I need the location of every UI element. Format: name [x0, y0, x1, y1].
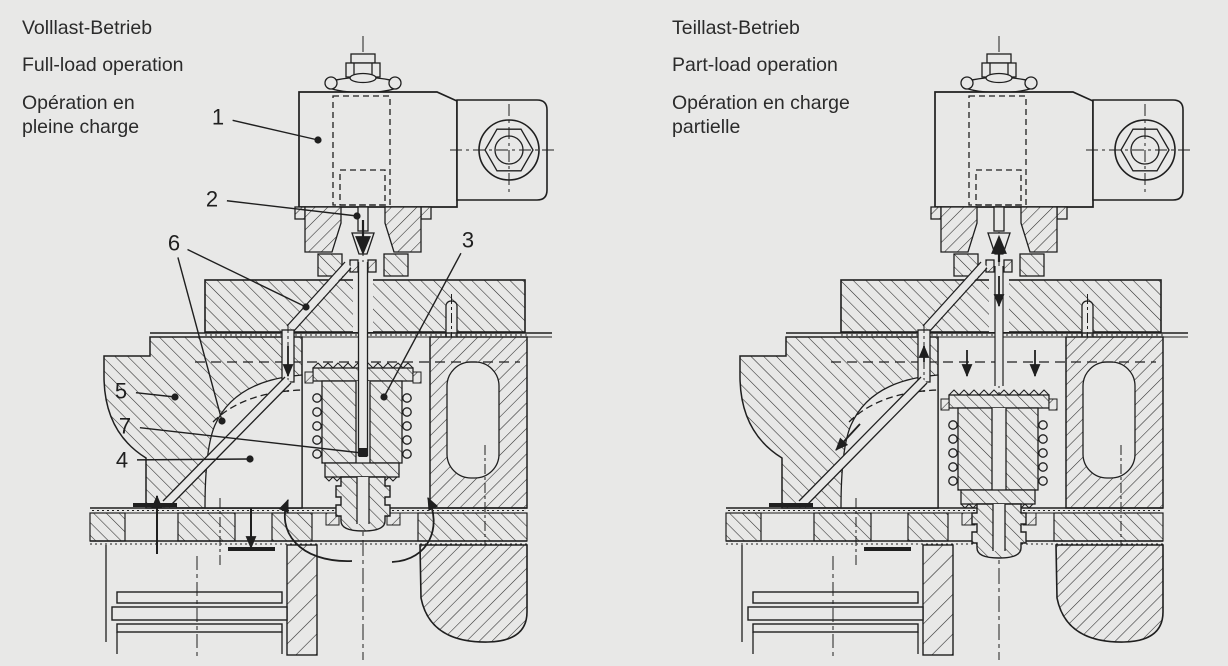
- callout-label-1: 1: [212, 105, 224, 130]
- caption-de: Volllast-Betrieb: [22, 17, 153, 39]
- flow-arrows-part-load: [835, 234, 1041, 451]
- caption-full-load: Volllast-Betrieb Full-load operation Opé…: [22, 16, 184, 140]
- valve-body-drawing: [726, 36, 1194, 660]
- arrow-flow-curved-left: [278, 498, 353, 562]
- pilot-pin: [357, 262, 369, 457]
- callout-label-6: 6: [168, 231, 180, 256]
- callout-leader-7: [139, 427, 363, 454]
- caption-fr-line2: partielle: [672, 116, 741, 139]
- callout-leader-6: [187, 248, 307, 308]
- callout-leader-1: [232, 119, 319, 141]
- callout-leader-5: [135, 391, 176, 398]
- callout-layer: 1 2 6 3 5 7 4: [115, 105, 474, 473]
- callout-leader-3: [383, 252, 462, 398]
- arrow-channel-exit: [835, 423, 861, 451]
- caption-fr-line2: pleine charge: [22, 116, 140, 139]
- callout-label-3: 3: [462, 228, 474, 253]
- diagram-part-load: [726, 36, 1194, 660]
- callout-leader-6: [177, 257, 223, 422]
- callout-label-7: 7: [119, 414, 131, 439]
- diagram-full-load: [90, 36, 558, 660]
- callout-dot-1: [314, 136, 322, 144]
- callout-leader-4: [136, 458, 251, 461]
- callout-dot-3: [380, 393, 388, 401]
- callout-dot-5: [171, 393, 179, 401]
- callout-dot-2: [353, 212, 361, 220]
- callout-dot-6: [218, 417, 226, 425]
- callout-label-2: 2: [206, 187, 218, 212]
- caption-fr-line1: Opération en: [22, 91, 135, 114]
- valve-body-drawing: [90, 36, 558, 660]
- callout-leader-2: [226, 200, 358, 217]
- caption-part-load: Teillast-Betrieb Part-load operation Opé…: [672, 16, 850, 140]
- callout-label-4: 4: [116, 448, 128, 473]
- caption-fr-line1: Opération en charge: [672, 91, 850, 114]
- caption-en: Part-load operation: [672, 54, 838, 77]
- caption-en: Full-load operation: [22, 54, 184, 77]
- callout-dot-4: [246, 455, 254, 463]
- arrow-flow-curved-right: [391, 497, 439, 563]
- callout-dot-6: [302, 303, 310, 311]
- piston-assembly: [940, 389, 1058, 559]
- flow-arrows-full-load: [151, 220, 439, 563]
- caption-de: Teillast-Betrieb: [672, 17, 800, 39]
- callout-label-5: 5: [115, 379, 127, 404]
